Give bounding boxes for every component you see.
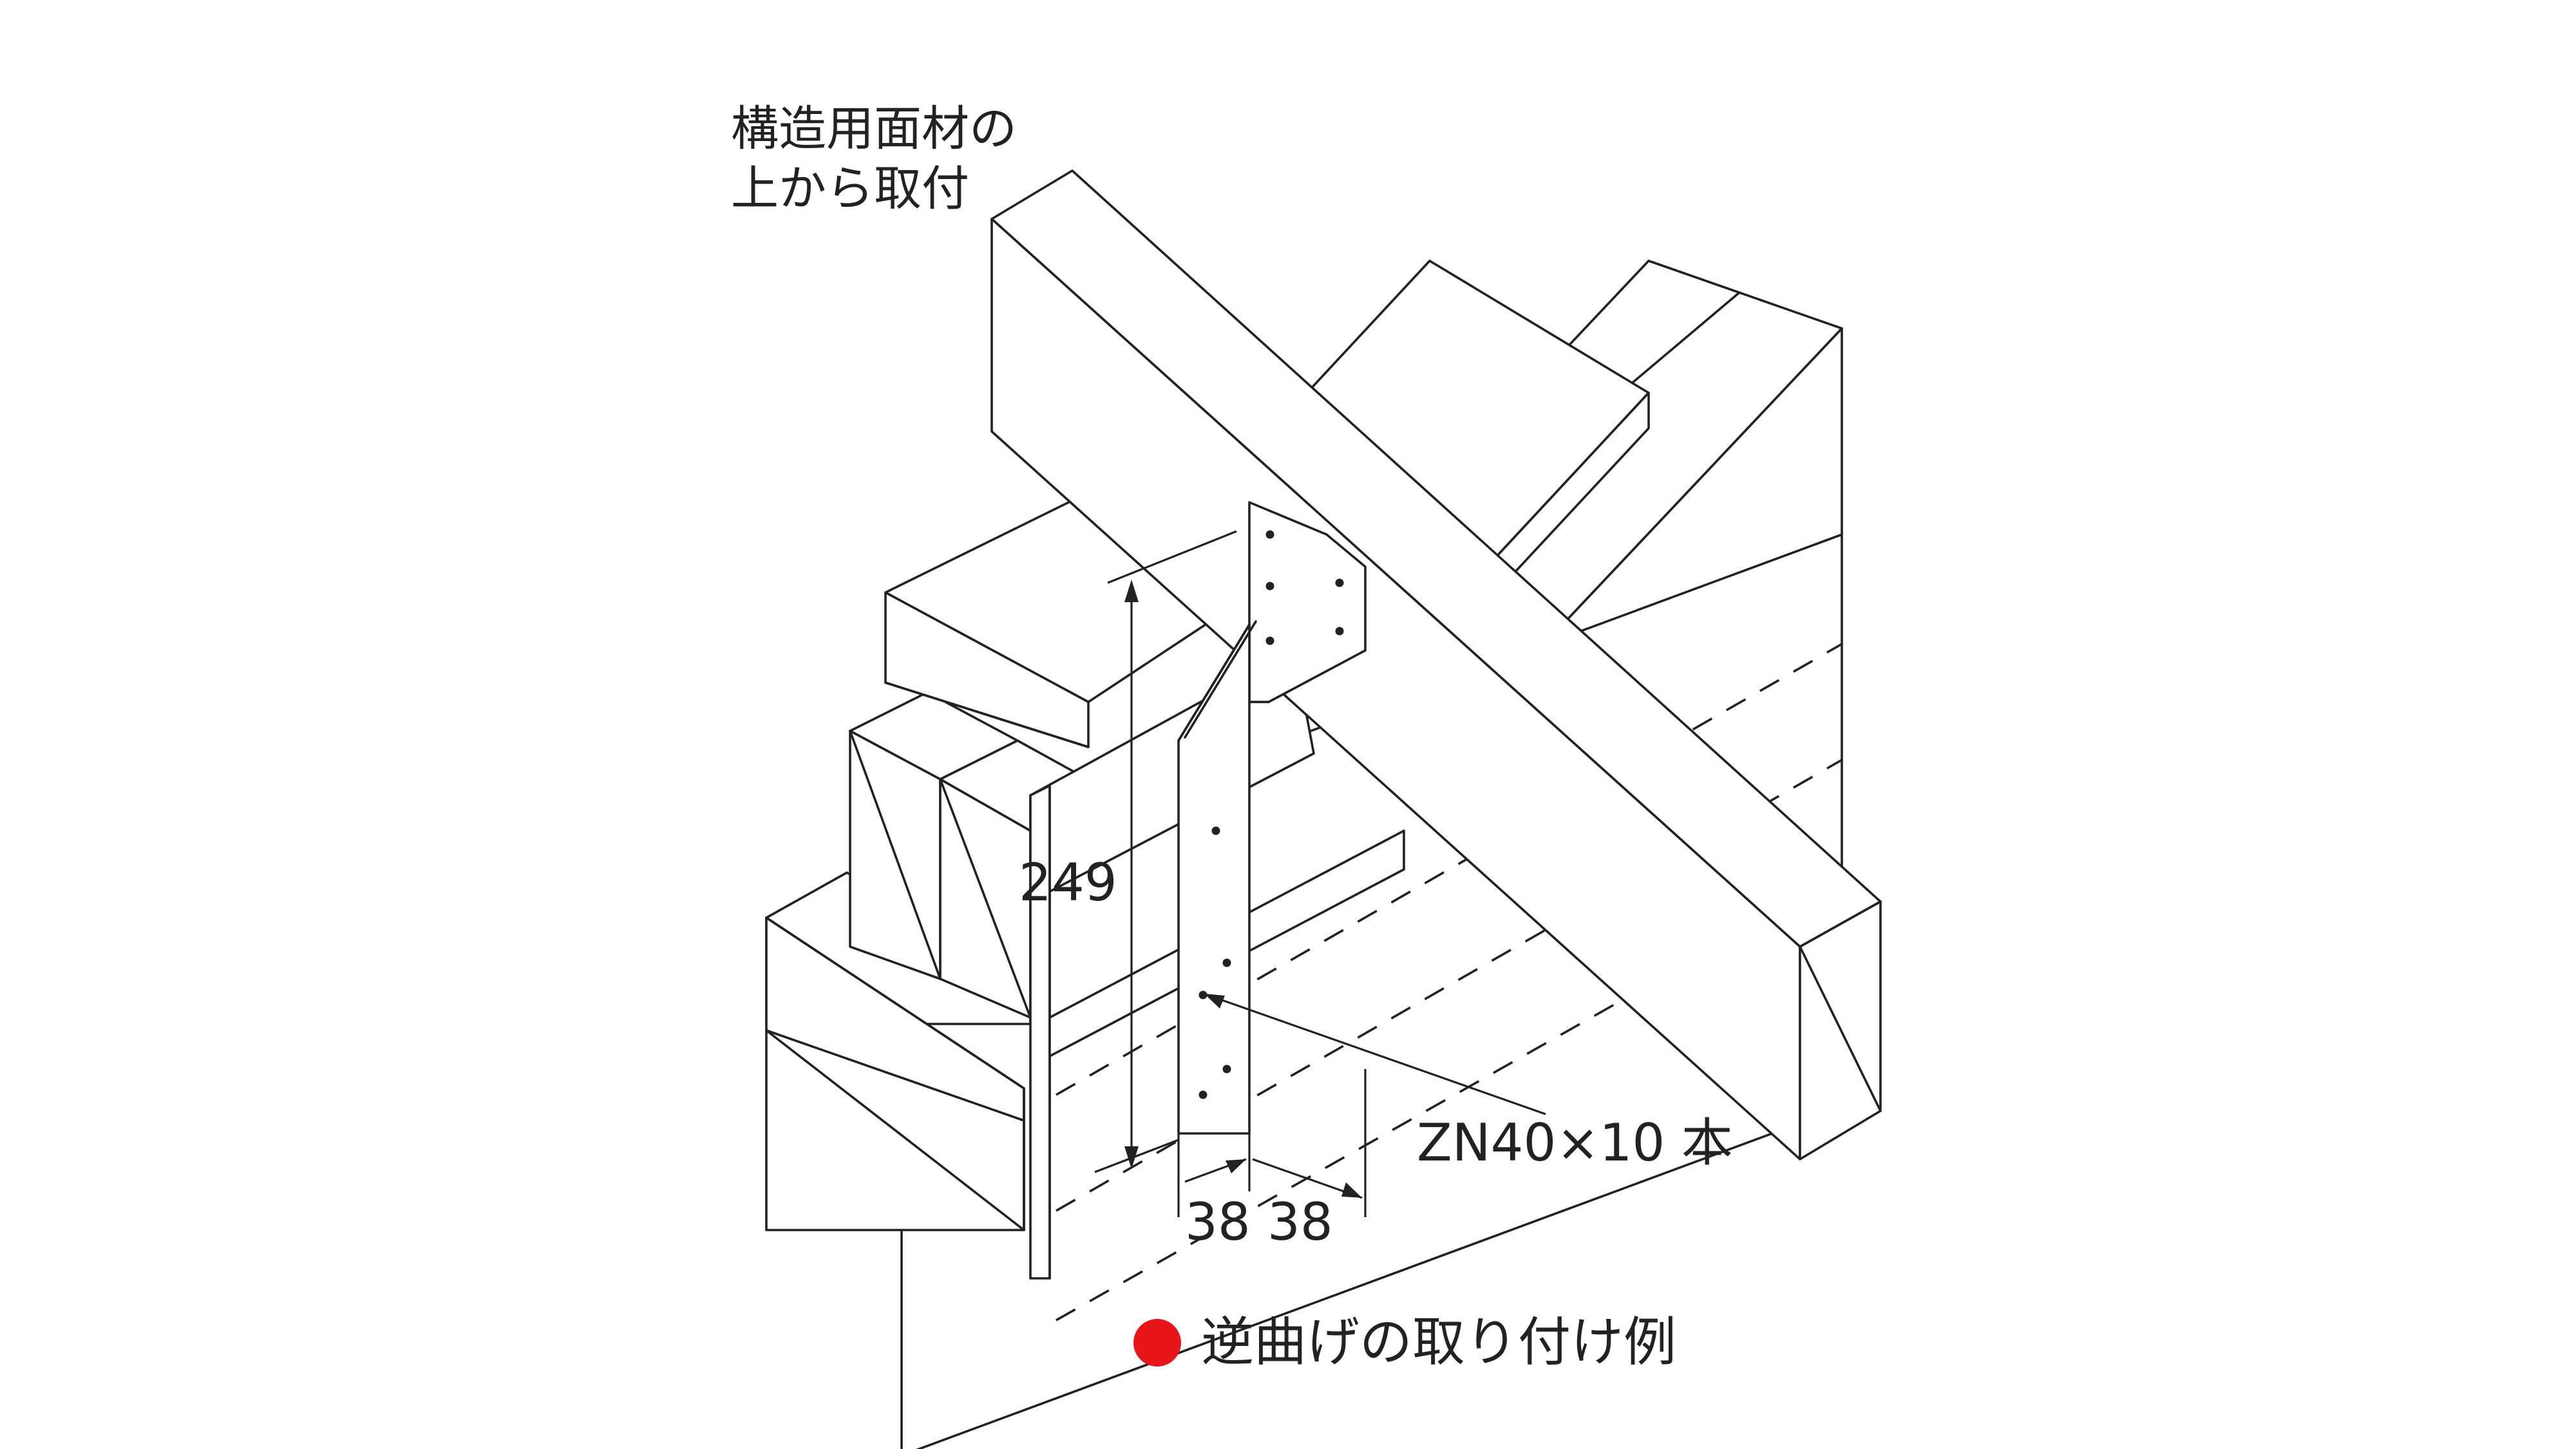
caption-text: 逆曲げの取り付け例 — [1201, 1312, 1676, 1373]
dimension-height — [1094, 530, 1237, 1173]
nail-leader — [1204, 994, 1546, 1115]
caption-bullet — [1133, 1319, 1181, 1367]
metal-strap — [1177, 501, 1367, 1135]
dim-width-right-label: 38 — [1267, 1192, 1333, 1252]
main-beam — [990, 169, 1882, 1160]
nail-spec-label: ZN40×10 本 — [1417, 1113, 1733, 1173]
dimension-width — [1177, 1069, 1367, 1217]
studs — [849, 691, 1112, 1019]
dim-width-left-label: 38 — [1185, 1192, 1251, 1252]
dim-height-label: 249 — [1019, 853, 1117, 913]
note-line-2: 上から取付 — [731, 161, 969, 216]
note-line-1: 構造用面材の — [731, 101, 1017, 156]
